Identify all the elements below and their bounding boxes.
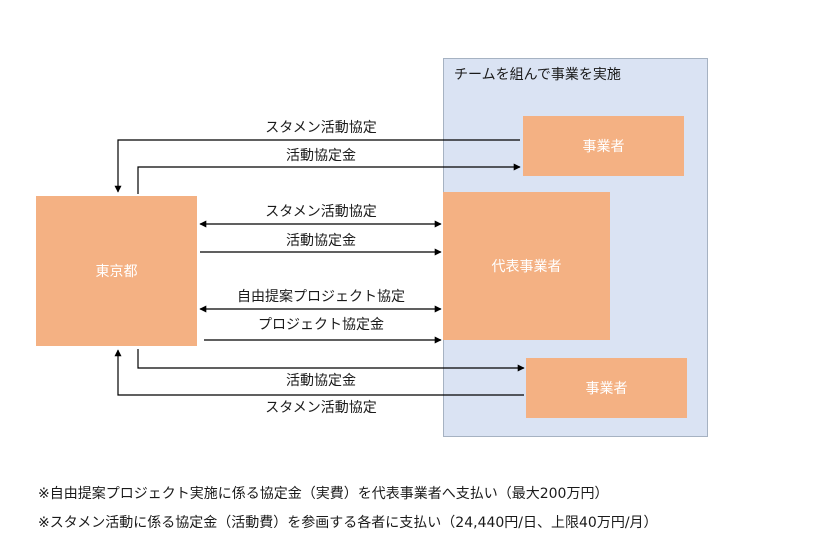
arrow-fee-top	[137, 163, 521, 194]
node-tokyo-label: 東京都	[95, 264, 138, 280]
node-business-top-label: 事業者	[582, 139, 625, 155]
arrow-agreement-top	[114, 139, 520, 193]
arrow-agreement-bottom	[114, 349, 524, 396]
edge-label-fee-rep: 活動協定金	[286, 233, 356, 249]
node-representative-label: 代表事業者	[491, 259, 562, 275]
edge-label-agreement-top: スタメン活動協定	[265, 120, 377, 136]
edge-label-fee-top: 活動協定金	[286, 148, 356, 164]
node-tokyo: 東京都	[36, 196, 197, 346]
edge-label-fee-bottom: 活動協定金	[286, 373, 356, 389]
team-group-label: チームを組んで事業を実施	[454, 67, 621, 83]
node-business-bottom-label: 事業者	[585, 381, 628, 397]
arrow-fee-bottom	[137, 349, 525, 372]
edge-label-project-agreement-rep: 自由提案プロジェクト協定	[237, 289, 405, 305]
edge-label-agreement-bottom: スタメン活動協定	[265, 400, 377, 416]
node-business-top: 事業者	[523, 116, 684, 176]
node-representative: 代表事業者	[443, 192, 610, 340]
footnote-2: ※スタメン活動に係る協定金（活動費）を参画する各者に支払い（24,440円/日、…	[38, 515, 658, 531]
footnote-1: ※自由提案プロジェクト実施に係る協定金（実費）を代表事業者へ支払い（最大200万…	[38, 486, 609, 502]
node-business-bottom: 事業者	[526, 358, 687, 418]
edge-label-project-fee-rep: プロジェクト協定金	[258, 317, 384, 333]
edge-label-agreement-rep: スタメン活動協定	[265, 204, 377, 220]
